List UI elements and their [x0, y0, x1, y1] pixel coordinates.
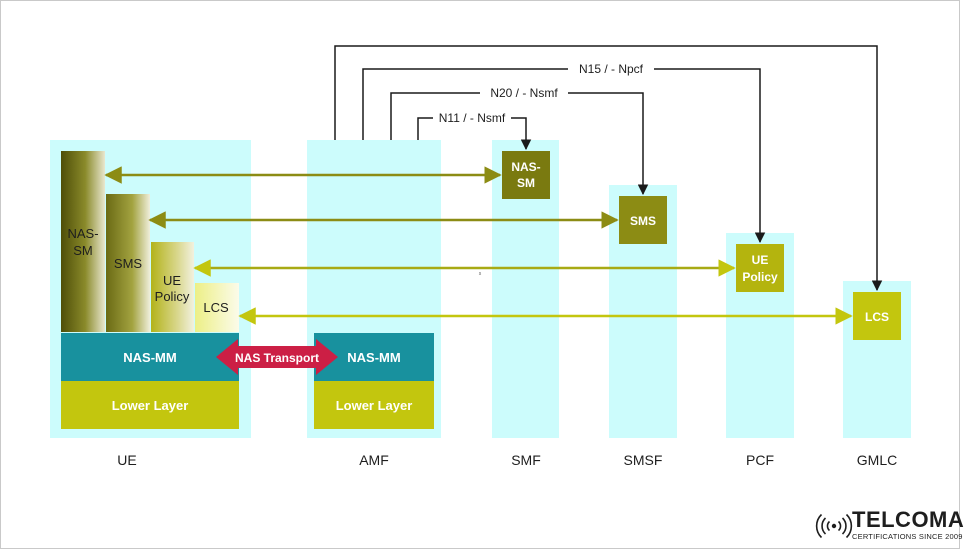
amf-node-label: AMF [359, 452, 389, 468]
n11-label: N11 / - Nsmf [439, 111, 506, 125]
pcf-ue-policy-box [736, 244, 784, 292]
ue-policy-label-2: Policy [155, 289, 190, 304]
gmlc-arrow [334, 45, 883, 292]
pcf-box-label-2: Policy [742, 270, 778, 284]
smsf-node-label: SMSF [624, 452, 663, 468]
n11-label-bg [433, 109, 511, 126]
pcf-box-label-1: UE [752, 253, 769, 267]
ue-node-label: UE [117, 452, 136, 468]
ue-policy-block [151, 242, 194, 332]
n15-label-bg [568, 60, 654, 77]
ue-nas-mm-label: NAS-MM [123, 350, 176, 365]
ue-lcs-label: LCS [203, 300, 229, 315]
ue-nas-sm-label-1: NAS- [67, 226, 98, 241]
amf-nas-mm-label: NAS-MM [347, 350, 400, 365]
signal-waves-icon [815, 513, 853, 539]
ue-sms-label: SMS [114, 256, 143, 271]
logo-tagline: CERTIFICATIONS SINCE 2009 [852, 532, 963, 541]
smsf-sms-box [619, 196, 667, 244]
n15-label: N15 / - Npcf [579, 62, 644, 76]
gmlc-node-label: GMLC [857, 452, 897, 468]
gmlc-lcs-box [853, 292, 901, 340]
n20-label-bg [480, 84, 568, 101]
nas-transport-label: NAS Transport [235, 351, 319, 365]
logo-wordmark: TELCOMA [852, 507, 964, 532]
smf-node-label: SMF [511, 452, 541, 468]
ue-lower-layer-block [61, 381, 239, 429]
amf-lower-layer-block [314, 381, 434, 429]
ue-policy-label-1: UE [163, 273, 181, 288]
ue-lcs-block [195, 283, 239, 332]
n20-label: N20 / - Nsmf [490, 86, 558, 100]
smf-box-label-1: NAS- [511, 160, 540, 174]
ue-nas-sm-label-2: SM [73, 243, 93, 258]
ue-lower-layer-label: Lower Layer [112, 398, 189, 413]
amf-lower-layer-label: Lower Layer [336, 398, 413, 413]
smsf-box-label: SMS [630, 214, 656, 228]
ue-sms-block [106, 194, 150, 332]
ue-nas-mm-block [61, 333, 239, 381]
ue-nas-sm-block [61, 151, 105, 332]
smf-box-label-2: SM [517, 176, 535, 190]
telcoma-logo: TELCOMA CERTIFICATIONS SINCE 2009 [815, 508, 964, 544]
pcf-node-label: PCF [746, 452, 774, 468]
smf-nas-sm-box [502, 151, 550, 199]
stray-mark: s [479, 271, 482, 277]
gmlc-box-label: LCS [865, 310, 889, 324]
n15-arrow [362, 68, 766, 244]
nas-transport-arrow [216, 339, 338, 375]
